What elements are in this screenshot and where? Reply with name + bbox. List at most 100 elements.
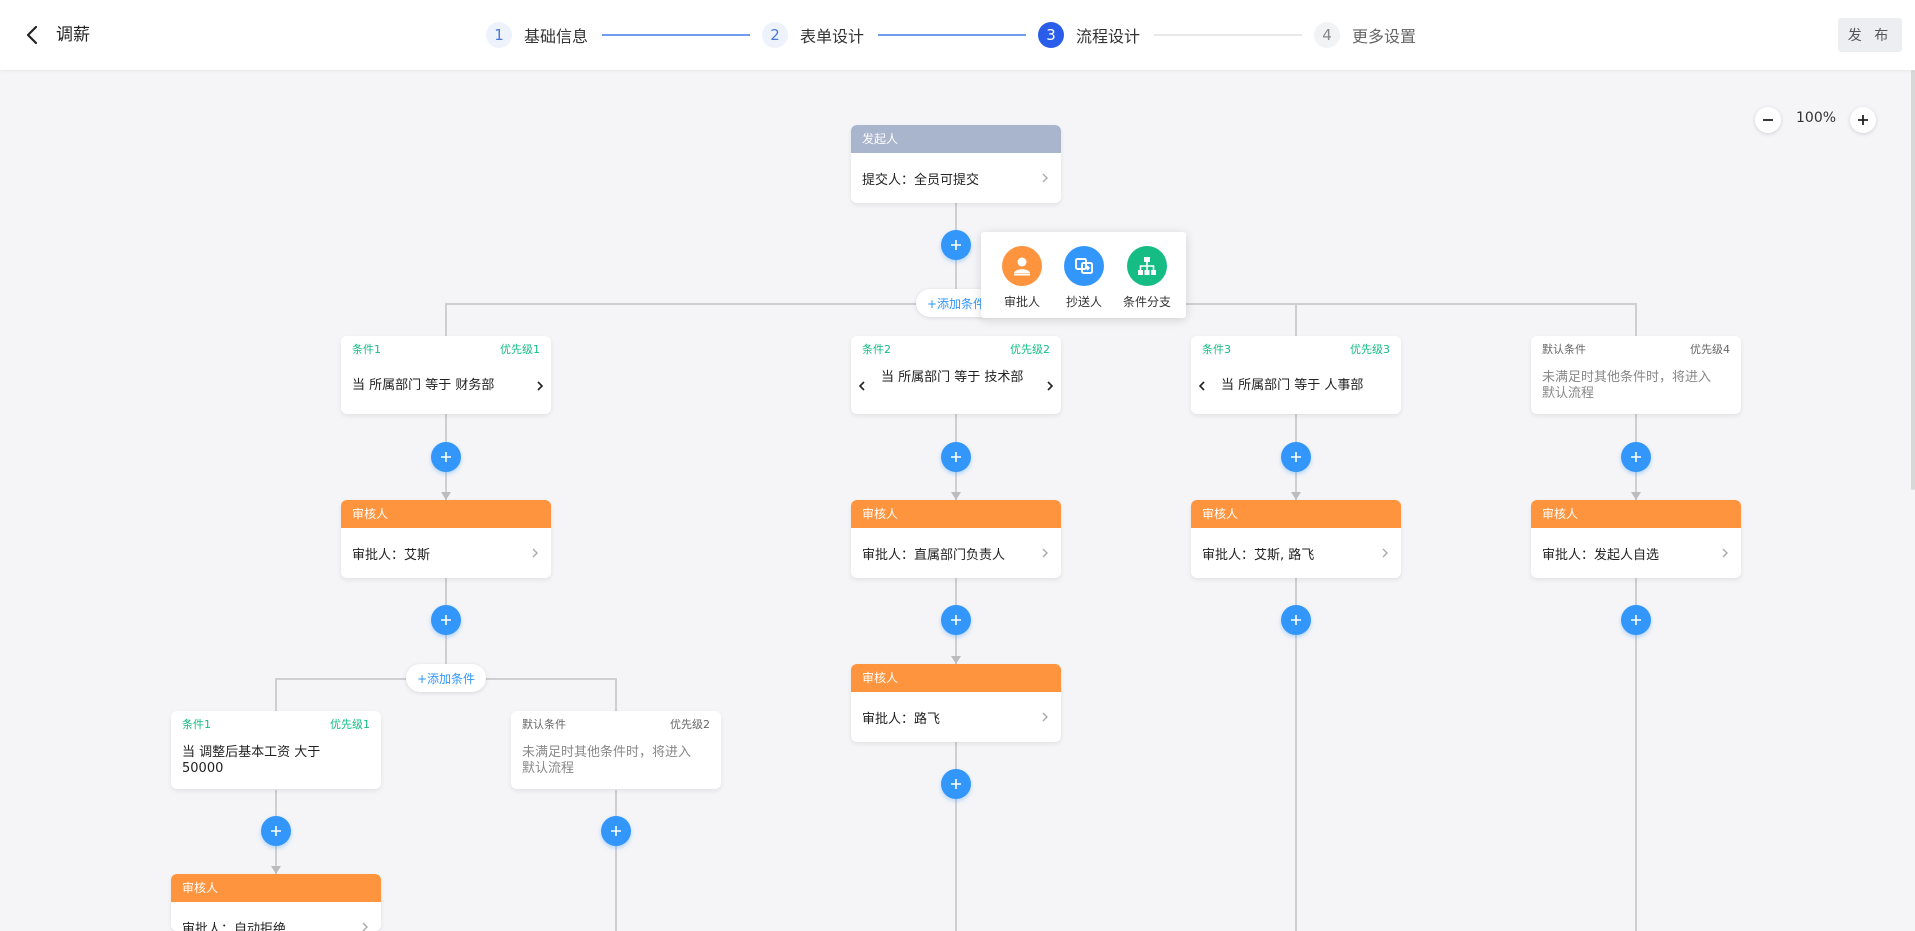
condition-priority: 优先级1: [500, 343, 540, 356]
plus-icon: [1631, 615, 1641, 625]
node-header: 审核人: [341, 500, 551, 528]
arrow-icon: [271, 866, 281, 874]
step-flow-design[interactable]: 3 流程设计: [1038, 22, 1140, 48]
move-right-icon[interactable]: [1045, 379, 1055, 393]
step-number: 1: [486, 22, 512, 48]
condition-priority: 优先级2: [670, 718, 710, 731]
condition-priority: 优先级3: [1350, 343, 1390, 356]
add-node-button[interactable]: [941, 605, 971, 635]
condition-text: 当 所属部门 等于 人事部: [1221, 378, 1364, 393]
condition-priority: 优先级4: [1690, 343, 1730, 356]
add-node-button[interactable]: [261, 816, 291, 846]
option-label: 条件分支: [1122, 295, 1171, 309]
condition-node[interactable]: 条件3 优先级3 当 所属部门 等于 人事部: [1191, 336, 1401, 414]
arrow-icon: [441, 492, 451, 500]
add-branch-option[interactable]: 条件分支: [1117, 246, 1177, 310]
approver-node[interactable]: 审核人 审批人：艾斯: [341, 500, 551, 578]
approver-node[interactable]: 审核人 审批人：自动拒绝: [171, 874, 381, 931]
condition-node[interactable]: 条件1 优先级1 当 调整后基本工资 大于 50000: [171, 711, 381, 789]
condition-node[interactable]: 条件1 优先级1 当 所属部门 等于 财务部: [341, 336, 551, 414]
condition-title: 条件1: [182, 718, 211, 731]
publish-button[interactable]: 发 布: [1838, 18, 1902, 52]
plus-icon: [951, 779, 961, 789]
chevron-right-icon: [1382, 548, 1388, 558]
condition-title: 条件1: [352, 343, 381, 356]
node-header: 审核人: [1531, 500, 1741, 528]
node-header: 发起人: [851, 125, 1061, 153]
step-connector: [1154, 34, 1302, 36]
plus-icon: [1291, 452, 1301, 462]
add-node-button[interactable]: [941, 230, 971, 260]
connector-line: [1635, 578, 1637, 931]
chevron-right-icon: [1042, 712, 1048, 722]
condition-text: 当 调整后基本工资 大于 50000: [182, 745, 321, 776]
step-number: 3: [1038, 22, 1064, 48]
step-form-design[interactable]: 2 表单设计: [762, 22, 864, 48]
zoom-out-button[interactable]: [1755, 107, 1781, 133]
arrow-icon: [1291, 492, 1301, 500]
add-node-button[interactable]: [601, 816, 631, 846]
connector-line: [1295, 578, 1297, 931]
condition-node[interactable]: 条件2 优先级2 当 所属部门 等于 技术部: [851, 336, 1061, 414]
connector-line: [275, 678, 277, 713]
step-connector: [878, 34, 1026, 36]
node-header: 审核人: [171, 874, 381, 902]
condition-title: 默认条件: [522, 718, 566, 731]
add-node-button[interactable]: [1281, 605, 1311, 635]
default-condition-node[interactable]: 默认条件 优先级4 未满足时其他条件时，将进入默认流程: [1531, 336, 1741, 414]
page-title: 调薪: [56, 25, 90, 45]
scrollbar[interactable]: [1911, 70, 1915, 490]
zoom-in-button[interactable]: [1850, 107, 1876, 133]
plus-icon: [611, 826, 621, 836]
default-condition-node[interactable]: 默认条件 优先级2 未满足时其他条件时，将进入默认流程: [511, 711, 721, 789]
node-text: 审批人：直属部门负责人: [862, 547, 1006, 563]
connector-line: [615, 678, 617, 713]
step-label: 更多设置: [1352, 27, 1417, 46]
plus-icon: [441, 615, 451, 625]
option-label: 抄送人: [1065, 295, 1102, 309]
condition-text: 当 所属部门 等于 财务部: [352, 378, 495, 393]
condition-priority: 优先级2: [1010, 343, 1050, 356]
approver-node[interactable]: 审核人 审批人：发起人自选: [1531, 500, 1741, 578]
move-right-icon[interactable]: [535, 379, 545, 393]
add-node-button[interactable]: [1281, 442, 1311, 472]
plus-icon: [951, 452, 961, 462]
initiator-node[interactable]: 发起人 提交人：全员可提交: [851, 125, 1061, 203]
move-left-icon[interactable]: [1197, 379, 1207, 393]
node-text: 审批人：自动拒绝: [182, 921, 287, 931]
top-bar: 调薪 1 基础信息 2 表单设计 3 流程设计 4 更多设置 发 布: [0, 0, 1915, 70]
arrow-icon: [1631, 492, 1641, 500]
add-node-button[interactable]: [1621, 442, 1651, 472]
node-header: 审核人: [851, 664, 1061, 692]
add-condition-button[interactable]: +添加条件: [406, 664, 486, 692]
back-icon[interactable]: [20, 22, 46, 48]
condition-title: 默认条件: [1542, 343, 1586, 356]
approver-node[interactable]: 审核人 审批人：艾斯, 路飞: [1191, 500, 1401, 578]
connector-line: [1635, 303, 1637, 338]
move-left-icon[interactable]: [857, 379, 867, 393]
condition-text: 未满足时其他条件时，将进入默认流程: [1542, 370, 1712, 401]
node-header: 审核人: [851, 500, 1061, 528]
step-label: 基础信息: [524, 27, 589, 46]
approver-node[interactable]: 审核人 审批人：路飞: [851, 664, 1061, 742]
approver-node[interactable]: 审核人 审批人：直属部门负责人: [851, 500, 1061, 578]
add-node-button[interactable]: [941, 442, 971, 472]
step-label: 流程设计: [1076, 27, 1141, 46]
add-approver-option[interactable]: 审批人: [992, 246, 1052, 310]
condition-title: 条件3: [1202, 343, 1231, 356]
add-node-button[interactable]: [431, 605, 461, 635]
step-more-settings[interactable]: 4 更多设置: [1314, 22, 1416, 48]
step-basic-info[interactable]: 1 基础信息: [486, 22, 588, 48]
add-cc-option[interactable]: 抄送人: [1054, 246, 1114, 310]
add-node-button[interactable]: [431, 442, 461, 472]
step-number: 2: [762, 22, 788, 48]
step-label: 表单设计: [800, 27, 865, 46]
chevron-right-icon: [1042, 173, 1048, 183]
add-node-popup: 审批人 抄送人 条件分支: [981, 232, 1186, 318]
node-text: 审批人：艾斯: [352, 547, 431, 563]
add-node-button[interactable]: [1621, 605, 1651, 635]
add-node-button[interactable]: [941, 769, 971, 799]
connector-line: [615, 790, 617, 931]
arrow-icon: [951, 492, 961, 500]
node-text: 审批人：发起人自选: [1542, 547, 1660, 563]
